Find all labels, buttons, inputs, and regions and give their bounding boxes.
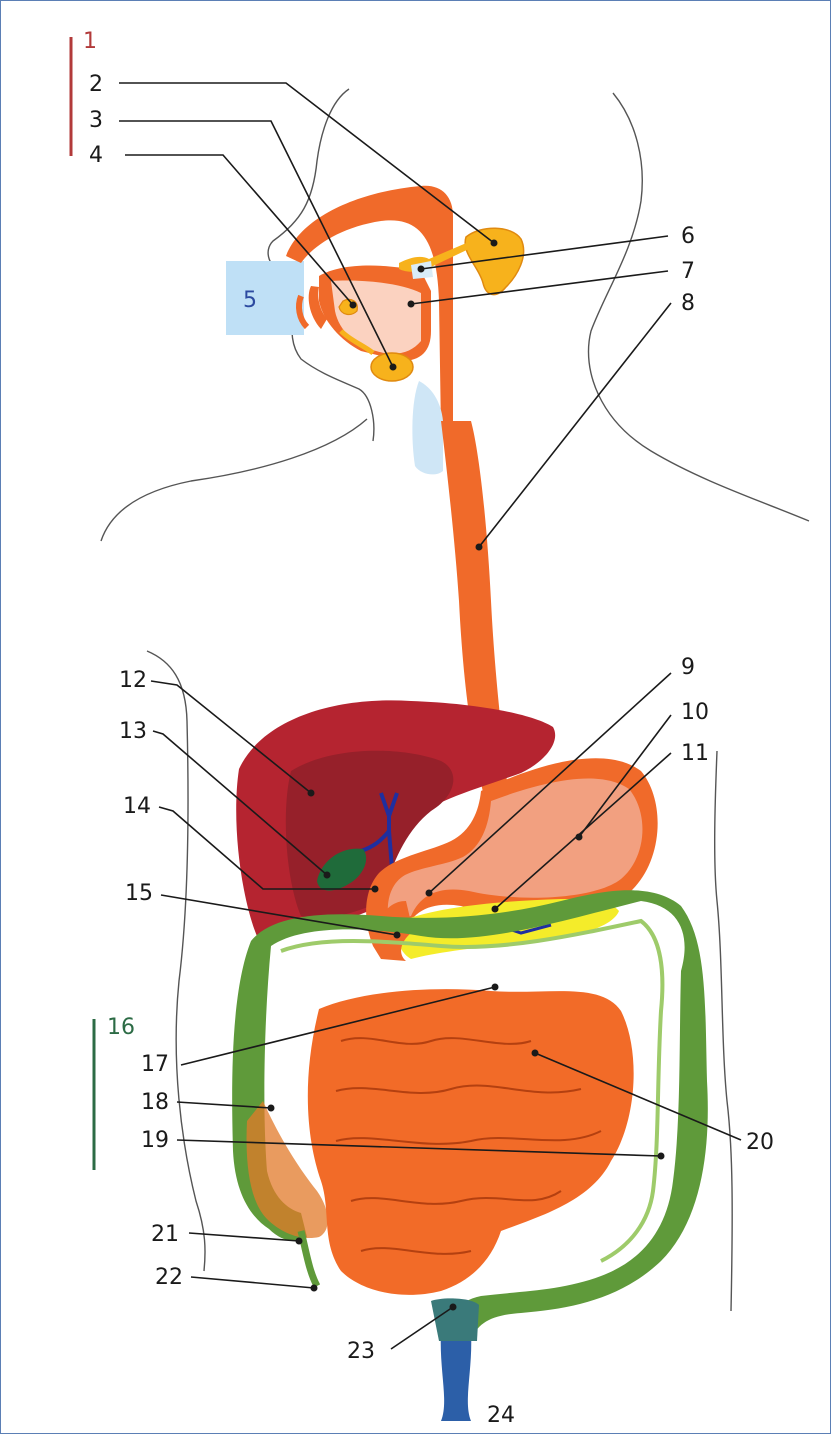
label-21: 21 xyxy=(151,1222,179,1247)
trachea xyxy=(412,381,443,474)
label-20: 20 xyxy=(746,1130,774,1155)
label-3: 3 xyxy=(89,108,103,133)
label-6: 6 xyxy=(681,224,695,249)
label-9: 9 xyxy=(681,655,695,680)
label-18: 18 xyxy=(141,1090,169,1115)
label-15: 15 xyxy=(125,881,153,906)
label-13: 13 xyxy=(119,719,147,744)
label-8: 8 xyxy=(681,291,695,316)
label-14: 14 xyxy=(123,794,151,819)
label-7: 7 xyxy=(681,259,695,284)
small-intestine xyxy=(308,989,634,1295)
label-5: 5 xyxy=(243,288,257,313)
label-19: 19 xyxy=(141,1128,169,1153)
label-12: 12 xyxy=(119,668,147,693)
label-4: 4 xyxy=(89,143,103,168)
label-23: 23 xyxy=(347,1339,375,1364)
mouth-region-box xyxy=(226,261,304,335)
label-24: 24 xyxy=(487,1403,515,1428)
label-2: 2 xyxy=(89,72,103,97)
label-1: 1 xyxy=(83,29,97,54)
label-16: 16 xyxy=(107,1015,135,1040)
label-22: 22 xyxy=(155,1265,183,1290)
label-11: 11 xyxy=(681,741,709,766)
label-17: 17 xyxy=(141,1052,169,1077)
label-10: 10 xyxy=(681,700,709,725)
